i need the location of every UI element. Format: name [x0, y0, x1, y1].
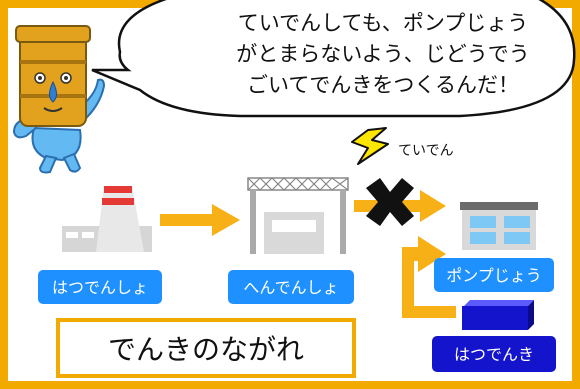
- outage-x-icon: [366, 178, 414, 226]
- power-plant-label-box: はつでんしょ: [38, 270, 162, 304]
- pump-window-3: [470, 232, 496, 244]
- mascot-mouth: [43, 107, 63, 112]
- substation-label: へんでんしょ: [243, 278, 338, 297]
- substation-label-bg: [228, 270, 354, 304]
- mascot-body: [31, 126, 82, 162]
- mascot-left-leg: [38, 154, 58, 174]
- title-box-border: [56, 318, 356, 378]
- substation-label-box: へんでんしょ: [228, 270, 354, 304]
- generator-top: [464, 300, 534, 306]
- speech-line-3: ごいてでんきをつくるんだ！: [247, 73, 519, 97]
- mascot-band-1: [20, 60, 86, 64]
- substation-pillar-right: [340, 190, 346, 254]
- generator-label-box: はつでんき: [432, 336, 556, 372]
- arrow-plant-to-substation: [160, 204, 240, 236]
- chimney-stripe-1: [104, 186, 132, 193]
- outage-mark: ていでん: [351, 127, 454, 226]
- water-drop-icon: [49, 80, 57, 103]
- power-plant-window-2: [82, 232, 94, 238]
- mascot-head: [19, 33, 87, 127]
- pump-station-roof: [460, 202, 538, 210]
- pump-station-label: ポンプじょう: [446, 266, 542, 285]
- arrow-generator-to-pump: [402, 236, 456, 318]
- mascot-right-leg: [62, 152, 82, 173]
- generator-body: [462, 306, 528, 330]
- lightning-bolt-icon: [351, 127, 389, 165]
- generator-side: [528, 300, 534, 330]
- speech-line-1: ていでんしても、ポンプじょう: [238, 11, 528, 35]
- pump-window-2: [504, 216, 530, 228]
- pump-window-1: [470, 216, 496, 228]
- mascot-head-cap: [15, 25, 91, 43]
- mascot-left-pupil: [38, 76, 42, 80]
- power-plant-label: はつでんしょ: [52, 278, 148, 297]
- pump-station-label-box: ポンプじょう: [434, 258, 554, 292]
- pump-station-label-bg: [434, 258, 554, 292]
- pump-window-4: [504, 232, 530, 244]
- substation-window: [272, 220, 316, 232]
- outage-label: ていでん: [398, 143, 454, 159]
- generator-icon: [462, 300, 534, 330]
- substation-building: [264, 212, 324, 254]
- substation-pillar-left: [250, 190, 256, 254]
- diagram-title: でんきのながれ: [108, 333, 304, 366]
- speech-bubble-shape: [91, 0, 576, 118]
- power-plant-label-bg: [38, 270, 162, 304]
- substation-icon: [247, 177, 349, 254]
- power-plant-icon: [62, 186, 152, 252]
- speech-line-2: がとまらないよう、じどうでう: [236, 42, 530, 66]
- chimney-stripe-2: [102, 198, 134, 205]
- power-plant-window-1: [66, 232, 78, 238]
- speech-bubble: ていでんしても、ポンプじょう がとまらないよう、じどうでう ごいてでんきをつくる…: [91, 0, 576, 118]
- pump-station-icon: [460, 202, 538, 250]
- generator-label-bg: [432, 336, 556, 372]
- mascot-right-pupil: [64, 76, 68, 80]
- substation-truss-lines: [247, 177, 349, 191]
- mascot-character: [12, 25, 106, 174]
- generator-label: はつでんき: [454, 345, 534, 364]
- title-box: でんきのながれ: [56, 318, 356, 378]
